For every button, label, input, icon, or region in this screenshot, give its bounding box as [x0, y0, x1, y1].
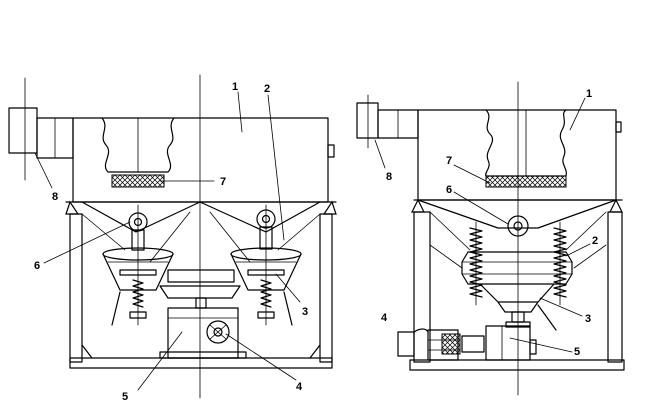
left-platform-top	[167, 269, 235, 283]
left-label-2: 2	[264, 83, 270, 95]
left-base	[69, 357, 333, 369]
right-label-4: 4	[381, 312, 388, 324]
right-figure: 1 7 8 6 2 3 4 5	[356, 81, 625, 396]
left-label-4: 4	[296, 381, 303, 393]
left-motor-box	[167, 307, 239, 359]
right-label-7: 7	[446, 155, 452, 167]
right-lower-cone	[479, 283, 555, 303]
right-motor-end	[397, 331, 415, 357]
right-label-3: 3	[585, 313, 591, 325]
right-eccentric-wheel	[507, 215, 529, 237]
right-leg-right	[607, 211, 623, 363]
left-label-1: 1	[232, 81, 238, 93]
left-label-3: 3	[302, 306, 308, 318]
left-fan	[8, 107, 38, 154]
left-top-box	[72, 117, 329, 203]
left-label-7: 7	[220, 176, 226, 188]
left-label-6: 6	[34, 260, 40, 272]
left-eccentric-wheel-left	[128, 212, 148, 232]
left-eccentric-wheel-right	[256, 209, 276, 229]
right-label-1: 1	[586, 88, 592, 100]
left-label-5: 5	[122, 391, 128, 403]
right-coupling-mesh	[441, 333, 461, 355]
left-label-8: 8	[52, 191, 58, 203]
right-base	[409, 359, 625, 371]
right-gearbox	[485, 325, 531, 361]
right-leg-left	[413, 211, 431, 363]
right-side-tab	[615, 121, 622, 133]
right-label-2: 2	[592, 235, 598, 247]
right-label-8: 8	[386, 171, 392, 183]
left-motor-wheel	[206, 320, 230, 344]
right-fan	[356, 102, 379, 139]
right-label-6: 6	[446, 184, 452, 196]
left-cone-right	[230, 204, 302, 326]
left-figure: 1 2 7 8 6 3 5 4	[8, 74, 337, 403]
left-leg-right	[319, 213, 333, 363]
left-side-tab	[327, 144, 335, 158]
right-label-5: 5	[574, 346, 580, 358]
right-screen-mesh	[485, 175, 567, 188]
left-screen-mesh	[111, 174, 165, 188]
left-leg-left	[69, 213, 83, 363]
left-cone-left	[102, 204, 174, 326]
